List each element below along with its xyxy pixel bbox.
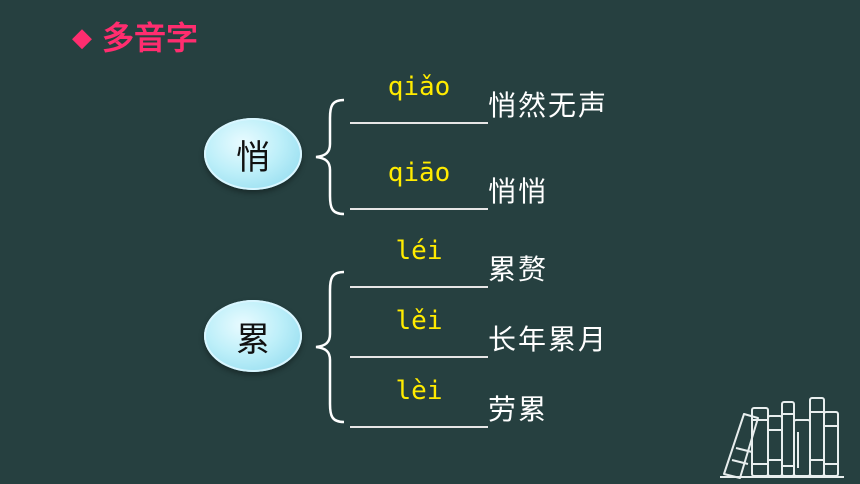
answer-blank[interactable]: lěi [350,306,488,358]
word-label: 悄悄 [488,175,549,208]
pinyin-answer: lèi [395,376,443,406]
pinyin-answer: léi [395,236,443,266]
word-label: 劳累 [488,393,549,426]
word-label: 长年累月 [488,323,609,356]
brace-icon [315,98,345,216]
character-oval-lei: 累 [204,300,302,372]
page-title: ◆ 多音字 [72,22,198,54]
answer-blank[interactable]: qiāo [350,158,488,210]
entry-row: lèi 劳累 [350,368,548,428]
entry-row: léi 累赘 [350,228,548,288]
word-label: 累赘 [488,253,549,286]
answer-blank[interactable]: qiǎo [350,72,488,124]
entry-row: lěi 长年累月 [350,298,608,358]
brace-icon [315,270,345,424]
answer-blank[interactable]: lèi [350,376,488,428]
diamond-bullet-icon: ◆ [72,23,92,53]
entry-row: qiāo 悄悄 [350,150,548,210]
title-text: 多音字 [102,19,199,57]
pinyin-answer: qiǎo [387,72,451,102]
character-oval-qiao: 悄 [204,118,302,190]
pinyin-answer: qiāo [387,158,451,188]
word-label: 悄然无声 [488,89,609,122]
pinyin-answer: lěi [395,306,443,336]
answer-blank[interactable]: léi [350,236,488,288]
books-icon [720,397,844,479]
entry-row: qiǎo 悄然无声 [350,64,608,124]
